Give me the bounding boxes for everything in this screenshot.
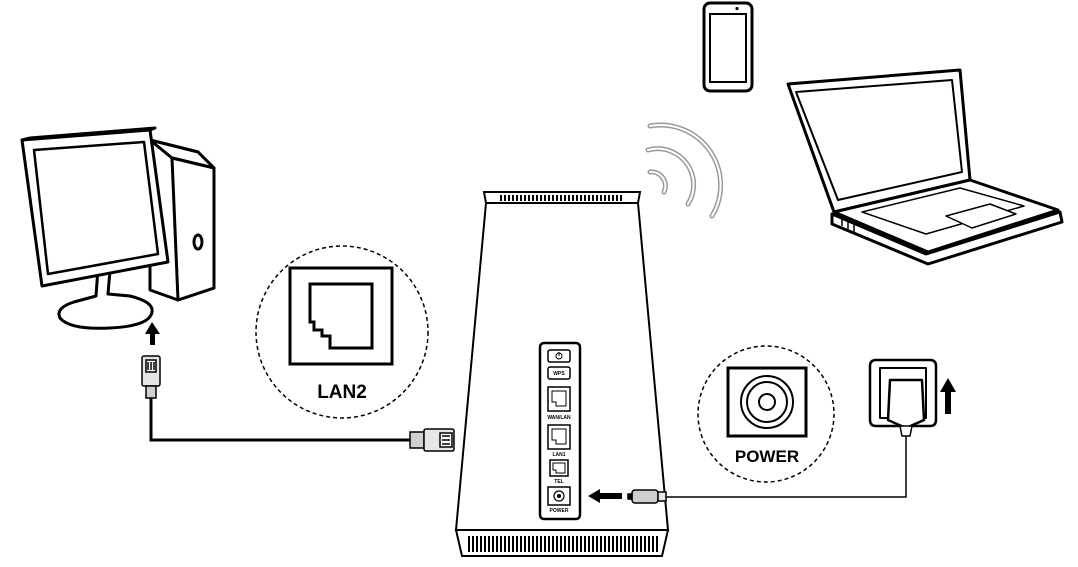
dc-plug-icon xyxy=(627,489,667,504)
ethernet-cable xyxy=(149,398,412,442)
ethernet-plug-icon xyxy=(141,355,161,399)
wps-label: WPS xyxy=(553,371,565,377)
laptop-icon xyxy=(786,68,1064,266)
lan1-label: LAN1 xyxy=(552,452,565,458)
desktop-computer-icon xyxy=(20,126,216,330)
router-port-panel: WPS WAN/LAN LAN1 TEL POWER xyxy=(538,341,582,521)
up-arrow-icon xyxy=(940,378,956,414)
smartphone-icon xyxy=(702,1,754,93)
tel-port xyxy=(549,459,569,477)
ethernet-plug-icon xyxy=(409,428,455,452)
wifi-signal-icon xyxy=(645,122,724,219)
lan-port-label: LAN2 xyxy=(317,382,367,403)
power-cable xyxy=(664,432,907,498)
power-port-callout: POWER xyxy=(697,345,835,483)
power-jack-label: POWER xyxy=(550,508,569,514)
wan-lan-label: WAN/LAN xyxy=(547,415,571,421)
left-arrow-icon xyxy=(588,489,622,503)
tel-label: TEL xyxy=(554,479,563,485)
power-adapter-icon xyxy=(868,358,938,437)
lan1-port xyxy=(547,424,571,450)
up-arrow-icon xyxy=(145,322,160,345)
wan-lan-port xyxy=(547,386,571,412)
lan-port-callout: LAN2 xyxy=(255,245,429,419)
wps-button xyxy=(547,366,571,380)
power-port-label: POWER xyxy=(735,447,799,466)
